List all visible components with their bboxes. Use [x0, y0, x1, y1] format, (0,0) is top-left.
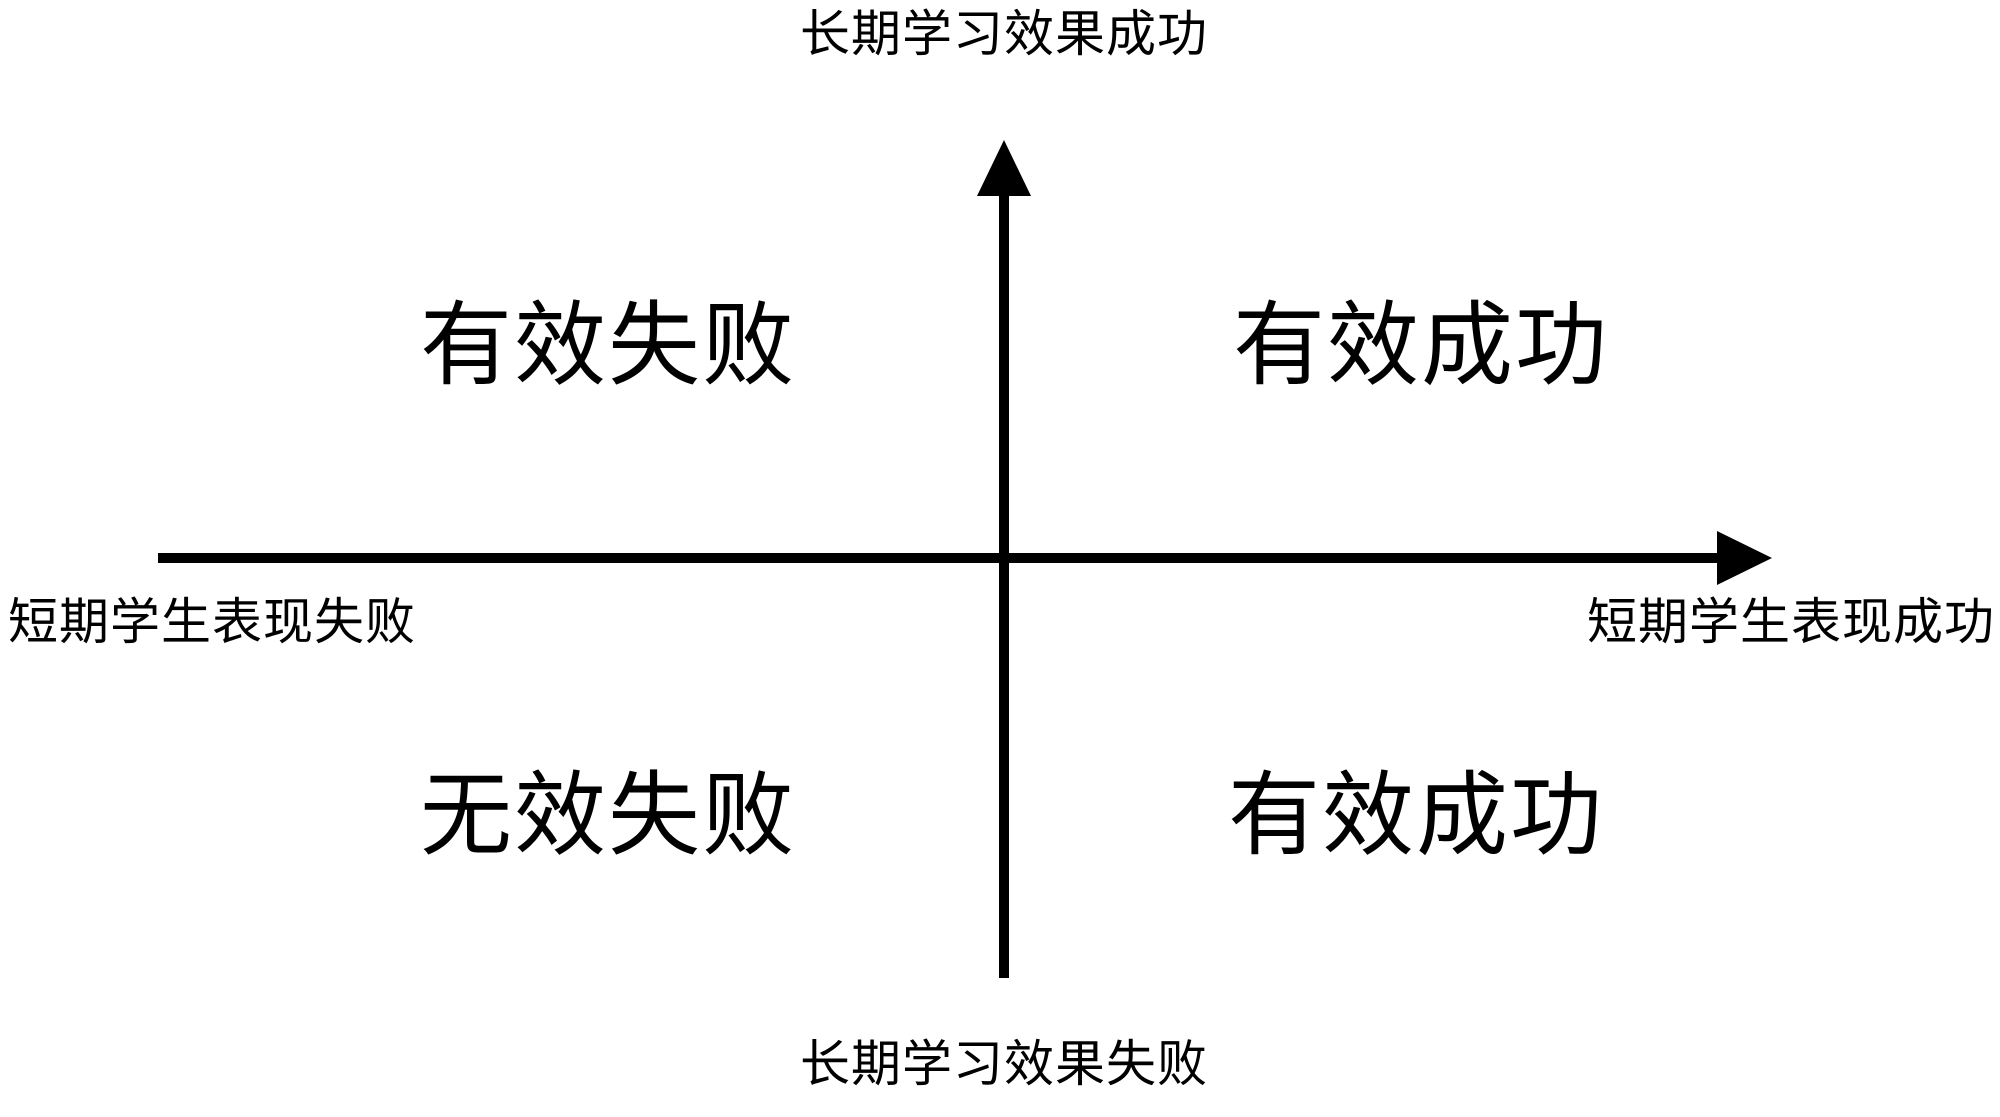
- up-arrow-icon: [977, 140, 1031, 196]
- quadrant-label-top-right: 有效成功: [1233, 292, 1610, 399]
- axis-label-top: 长期学习效果成功: [800, 5, 1208, 63]
- right-arrow-icon: [1717, 531, 1772, 585]
- vertical-axis-line: [999, 178, 1009, 978]
- quadrant-label-top-left: 有效失败: [420, 292, 797, 399]
- quadrant-label-bottom-left: 无效失败: [420, 762, 797, 869]
- axis-label-bottom: 长期学习效果失败: [800, 1035, 1208, 1093]
- horizontal-axis-line: [158, 553, 1733, 563]
- quadrant-label-bottom-right: 有效成功: [1228, 762, 1605, 869]
- axis-label-right: 短期学生表现成功: [1587, 593, 1995, 651]
- axis-label-left: 短期学生表现失败: [8, 593, 416, 651]
